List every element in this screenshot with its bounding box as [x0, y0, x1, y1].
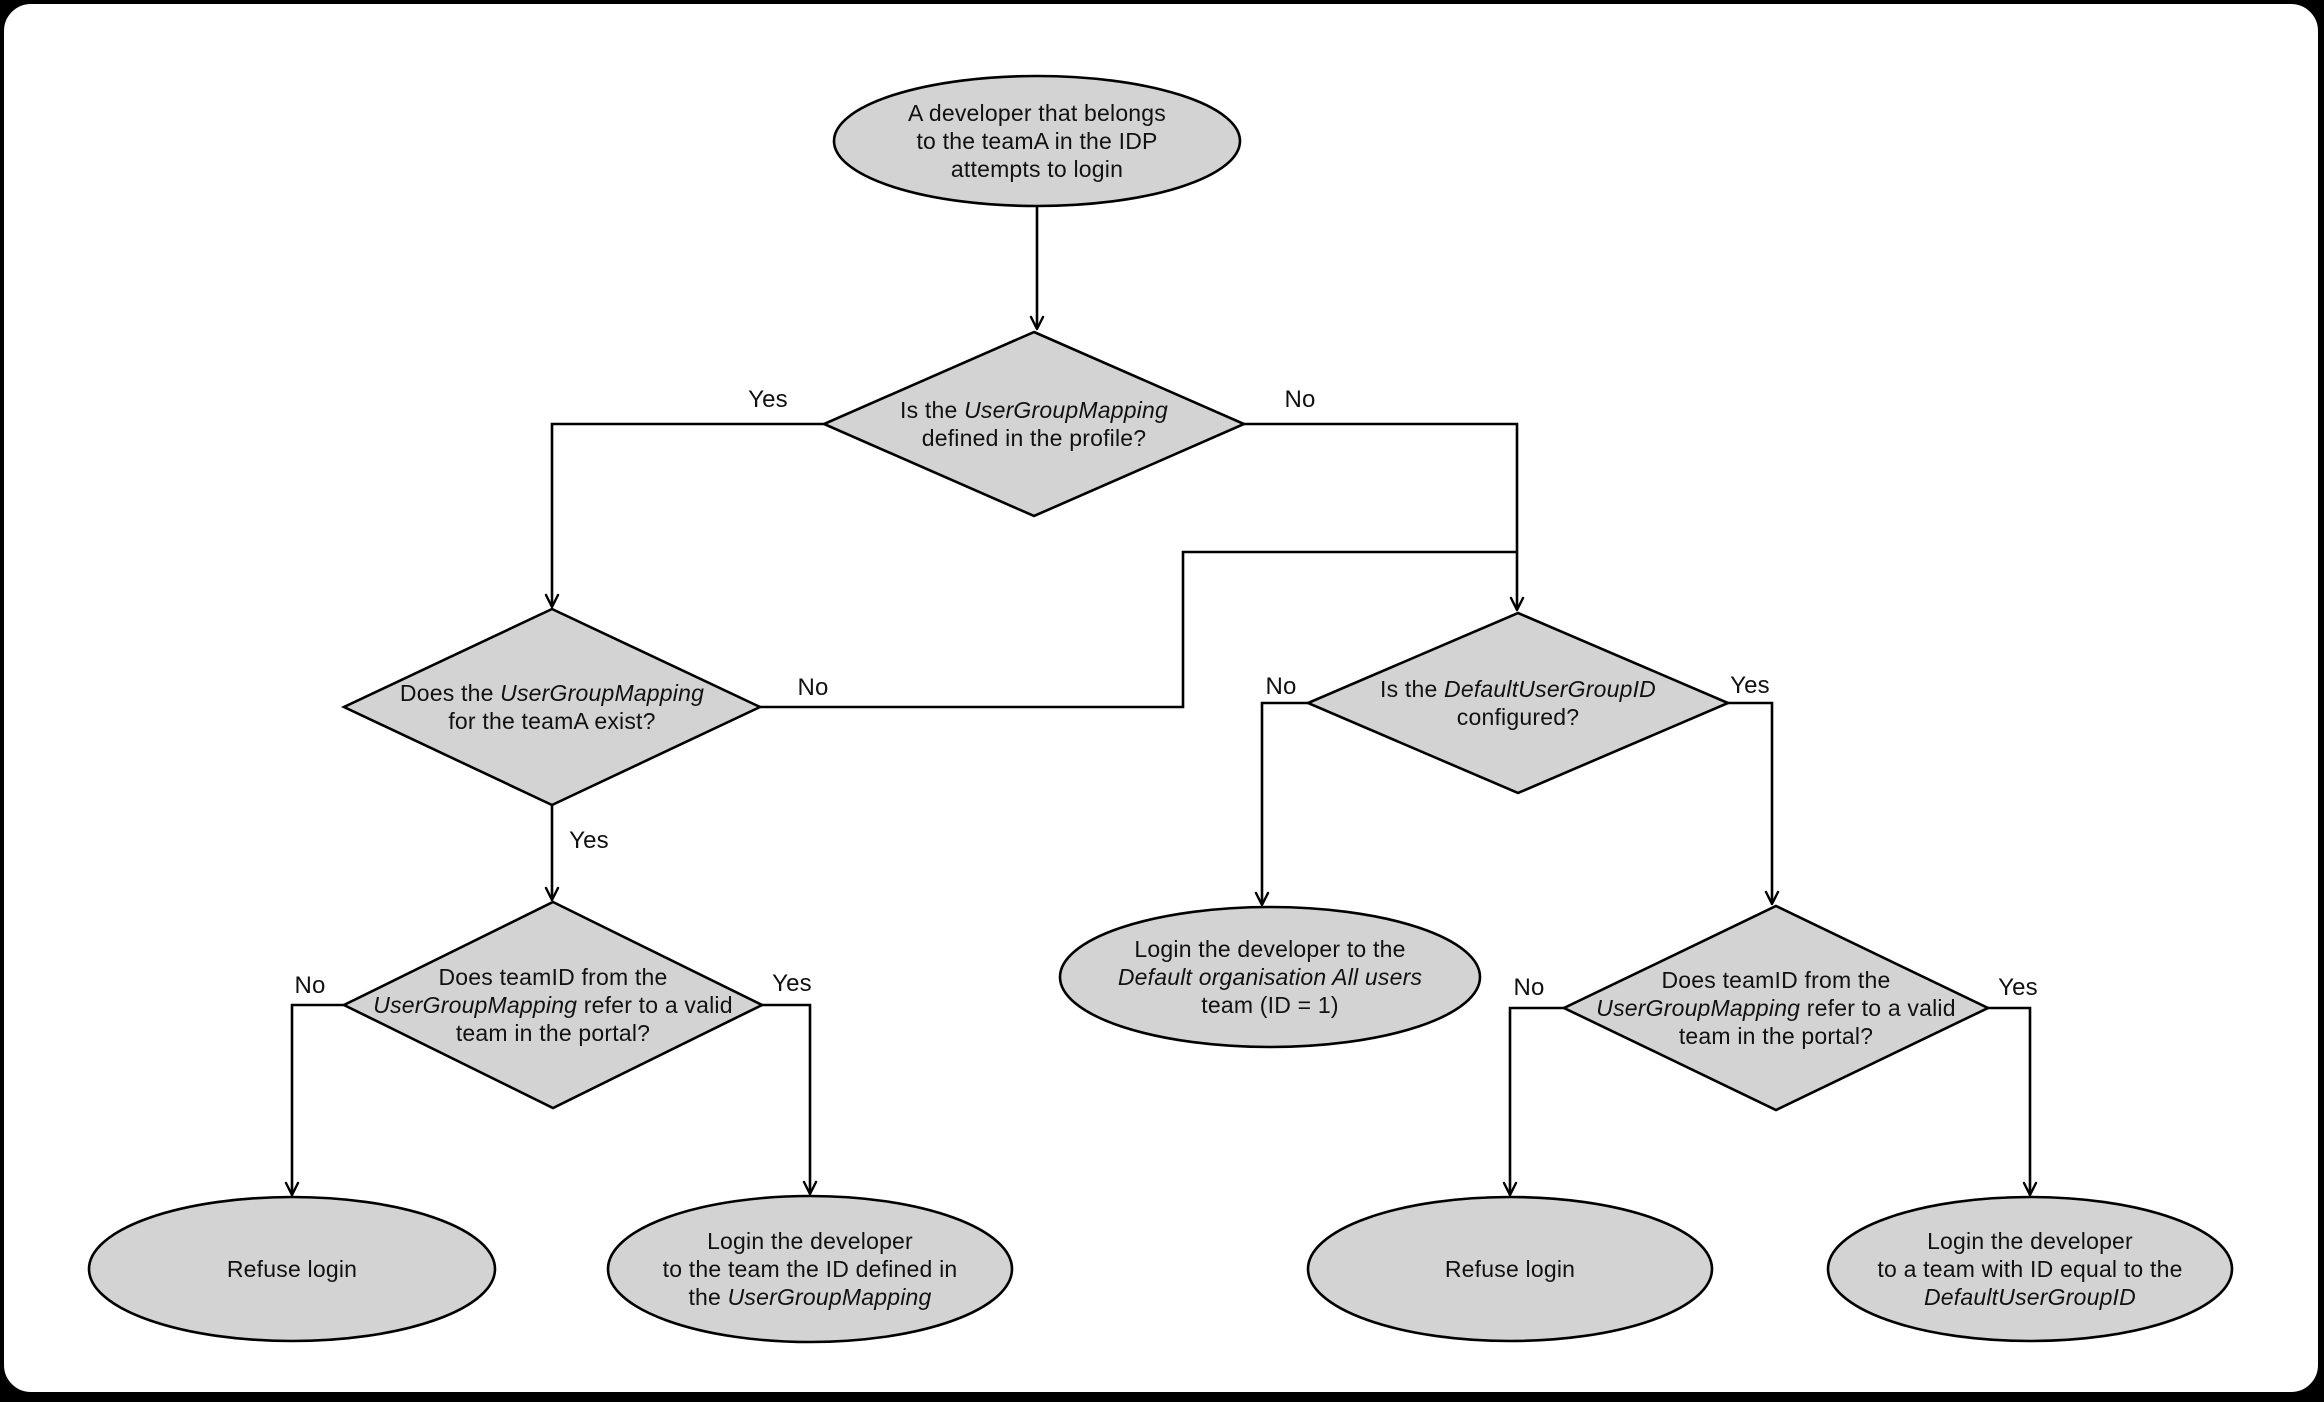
edge-d3-yes-to-d5	[1728, 701, 1780, 906]
refuse-login-left-node	[87, 1195, 497, 1343]
decision-usergroupmapping-exists	[340, 607, 764, 807]
edge-d4-no-to-refuse-left	[284, 1003, 344, 1197]
login-default-org-node	[1058, 905, 1482, 1049]
login-defaultusergroupid-node	[1826, 1195, 2234, 1343]
edge-group	[284, 206, 2038, 1197]
start-node	[832, 74, 1242, 208]
refuse-login-right-node	[1306, 1195, 1714, 1343]
node-group	[87, 74, 2234, 1344]
decision-teamid-valid-right	[1561, 904, 1991, 1112]
edge-d1-no-to-d3	[1244, 422, 1525, 612]
edge-d5-yes-to-login-default	[1988, 1006, 2038, 1197]
edge-d2-no-merge-to-d3	[760, 550, 1517, 709]
decision-teamid-valid-left	[341, 900, 765, 1110]
login-mapping-team-node	[606, 1194, 1014, 1344]
edge-d4-yes-to-login-mapping	[762, 1003, 818, 1196]
edge-d1-yes-to-d2	[544, 422, 824, 609]
edge-d3-no-to-default-team	[1254, 701, 1308, 907]
decision-defaultusergroupid-configured	[1304, 611, 1732, 795]
edge-d5-no-to-refuse-right	[1502, 1006, 1564, 1197]
decision-usergroupmapping-defined	[820, 330, 1248, 518]
